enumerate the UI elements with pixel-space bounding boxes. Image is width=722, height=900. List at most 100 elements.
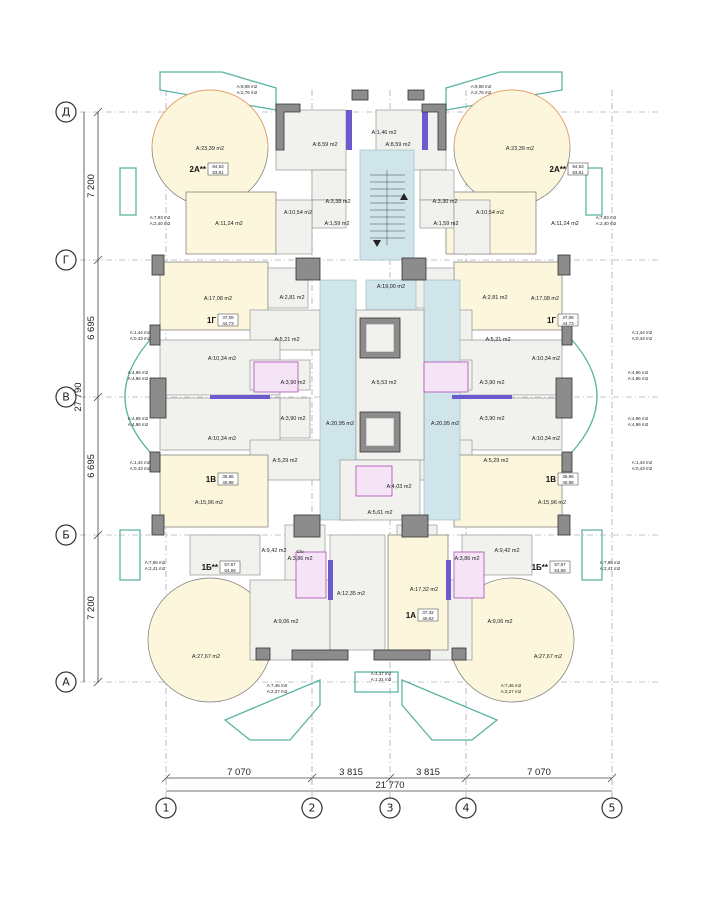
room-label: A:1,44 m2 bbox=[130, 460, 151, 465]
room-label: A:9,06 m2 bbox=[487, 619, 512, 625]
room-label: A:7,95 m2 bbox=[145, 560, 166, 565]
apartment-tag-1b-left: 1Б** 57,67 54,69 bbox=[202, 560, 241, 574]
apartment-area: 57,67 bbox=[224, 562, 236, 567]
room-label: A:1,44 m2 bbox=[130, 330, 151, 335]
room-label: A:3,30 m2 bbox=[432, 199, 457, 205]
room-label: A:10,34 m2 bbox=[208, 356, 236, 362]
room-label: A:2,81 m2 bbox=[279, 295, 304, 301]
room-label: A:3,90 m2 bbox=[280, 380, 305, 386]
room-label: A:1,59 m2 bbox=[324, 221, 349, 227]
room-label: A:0,43 m2 bbox=[130, 336, 151, 341]
apartment-tag-2a-right: 2А** 84,63 83,81 bbox=[550, 162, 589, 176]
room-label: A:10,54 m2 bbox=[476, 210, 504, 216]
apartment-area: 83,81 bbox=[572, 170, 584, 175]
room-label: A:1,31 m2 bbox=[371, 677, 392, 682]
room-label: A:5,29 m2 bbox=[483, 458, 508, 464]
room-label: A:9,08 m2 bbox=[471, 84, 492, 89]
apartment-code: 1В bbox=[206, 475, 216, 484]
room-label: A:0,43 m2 bbox=[130, 466, 151, 471]
room-label: A:4,96 m2 bbox=[628, 416, 649, 421]
room-label: A:9,08 m2 bbox=[237, 84, 258, 89]
apartment-code: 1В bbox=[546, 475, 556, 484]
room-label: A:2,27 m2 bbox=[501, 689, 522, 694]
walls bbox=[149, 89, 573, 661]
axis-row-b: Б bbox=[62, 529, 70, 542]
room-label: A:4,03 m2 bbox=[386, 484, 411, 490]
room-label: A:17,32 m2 bbox=[410, 587, 438, 593]
room-label: A:0,43 m2 bbox=[632, 336, 653, 341]
room-label: A:0,43 m2 bbox=[632, 466, 653, 471]
apartment-area: 44,73 bbox=[222, 321, 234, 326]
dim-vertical-total: 27 790 bbox=[73, 382, 84, 411]
room-label: A:7,46 m2 bbox=[501, 683, 522, 688]
apartment-tag-1g-right: 1Г 37,08 44,73 bbox=[547, 313, 579, 327]
room-label: A:2,41 m2 bbox=[600, 566, 621, 571]
axis-row-a: А bbox=[62, 676, 70, 689]
apartment-code: 2А** bbox=[190, 165, 207, 174]
axis-row-g: Г bbox=[63, 254, 70, 267]
room-label: A:17,08 m2 bbox=[531, 296, 559, 302]
apartment-area: 40,88 bbox=[562, 480, 574, 485]
room-label: A:4,96 m2 bbox=[628, 422, 649, 427]
room-label: A:2,41 m2 bbox=[145, 566, 166, 571]
apartment-area: 37,32 bbox=[422, 610, 434, 615]
apartment-area: 44,73 bbox=[562, 321, 574, 326]
room-label: A:3,90 m2 bbox=[479, 380, 504, 386]
apartment-code: 2А** bbox=[550, 165, 567, 174]
apartment-tags: 2А** 84,63 83,81 2А** 84,63 83,81 1Г 37,… bbox=[190, 162, 589, 622]
apartment-code: 1Г bbox=[207, 316, 216, 325]
room-label: A:1,59 m2 bbox=[433, 221, 458, 227]
apartment-tag-2a-left: 2А** 84,63 83,81 bbox=[190, 162, 229, 176]
vertical-dimensions: 7 200 6 695 6 695 7 200 27 790 bbox=[73, 107, 103, 687]
room-label: A:4,96 m2 bbox=[128, 376, 149, 381]
apartment-area: 35,96 bbox=[562, 474, 574, 479]
apartment-area: 40,88 bbox=[222, 480, 234, 485]
apartment-area: 84,63 bbox=[212, 164, 224, 169]
room-label: A:7,93 m2 bbox=[150, 215, 171, 220]
horizontal-dimensions: 7 070 3 815 3 815 7 070 21 770 bbox=[161, 767, 617, 792]
room-label: A:5,61 m2 bbox=[367, 510, 392, 516]
room-label: A:3,90 m2 bbox=[280, 416, 305, 422]
apartment-code: 1Б** bbox=[532, 563, 549, 572]
axis-row-v: В bbox=[62, 391, 70, 404]
apartment-code: 1Б** bbox=[202, 563, 219, 572]
room-label: A:4,37 m2 bbox=[371, 671, 392, 676]
room-label: A:8,59 m2 bbox=[385, 142, 410, 148]
apartment-tag-1v-right: 1В 35,96 40,88 bbox=[546, 472, 579, 486]
axis-col-5: 5 bbox=[609, 802, 616, 815]
room-label: A:9,06 m2 bbox=[273, 619, 298, 625]
axis-row-d: Д bbox=[62, 106, 71, 119]
apartment-area: 37,08 bbox=[562, 315, 574, 320]
axis-col-1: 1 bbox=[163, 802, 170, 815]
room-label: A:5,29 m2 bbox=[272, 458, 297, 464]
room-label: A:12,35 m2 bbox=[337, 591, 365, 597]
dim-horizontal-4: 7 070 bbox=[527, 767, 551, 778]
room-label: A:20,95 m2 bbox=[326, 421, 354, 427]
column-axis-bubbles: 1 2 3 4 5 bbox=[155, 797, 623, 819]
apartment-area: 54,69 bbox=[554, 568, 566, 573]
dim-horizontal-total: 21 770 bbox=[375, 780, 404, 791]
room-label: A:2,76 m2 bbox=[237, 90, 258, 95]
room-label: A:2,27 m2 bbox=[267, 689, 288, 694]
dim-vertical-1: 7 200 bbox=[86, 174, 97, 198]
room-label: A:27,67 m2 bbox=[534, 654, 562, 660]
dim-horizontal-1: 7 070 bbox=[227, 767, 251, 778]
apartment-code: 1А bbox=[406, 611, 416, 620]
apartment-tag-1a: 1А 37,32 40,62 bbox=[406, 608, 439, 622]
apartment-code: 1Г bbox=[547, 316, 556, 325]
room-label: A:4,96 m2 bbox=[628, 370, 649, 375]
room-label: A:2,76 m2 bbox=[471, 90, 492, 95]
dim-horizontal-3: 3 815 bbox=[416, 767, 440, 778]
room-labels: A:9,08 m2 A:2,76 m2 A:9,08 m2 A:2,76 m2 … bbox=[128, 84, 653, 694]
room-label: A:5,21 m2 bbox=[485, 337, 510, 343]
room-label: A:7,95 m2 bbox=[600, 560, 621, 565]
room-label: A:4,96 m2 bbox=[128, 422, 149, 427]
room-label: A:7,46 m2 bbox=[267, 683, 288, 688]
room-label: A:11,24 m2 bbox=[215, 221, 243, 227]
room-label: A:20,95 m2 bbox=[431, 421, 459, 427]
apartment-area: 83,81 bbox=[212, 170, 224, 175]
room-label: A:4,96 m2 bbox=[128, 416, 149, 421]
room-label: A:4,96 m2 bbox=[128, 370, 149, 375]
room-label: A:23,39 m2 bbox=[196, 146, 224, 152]
